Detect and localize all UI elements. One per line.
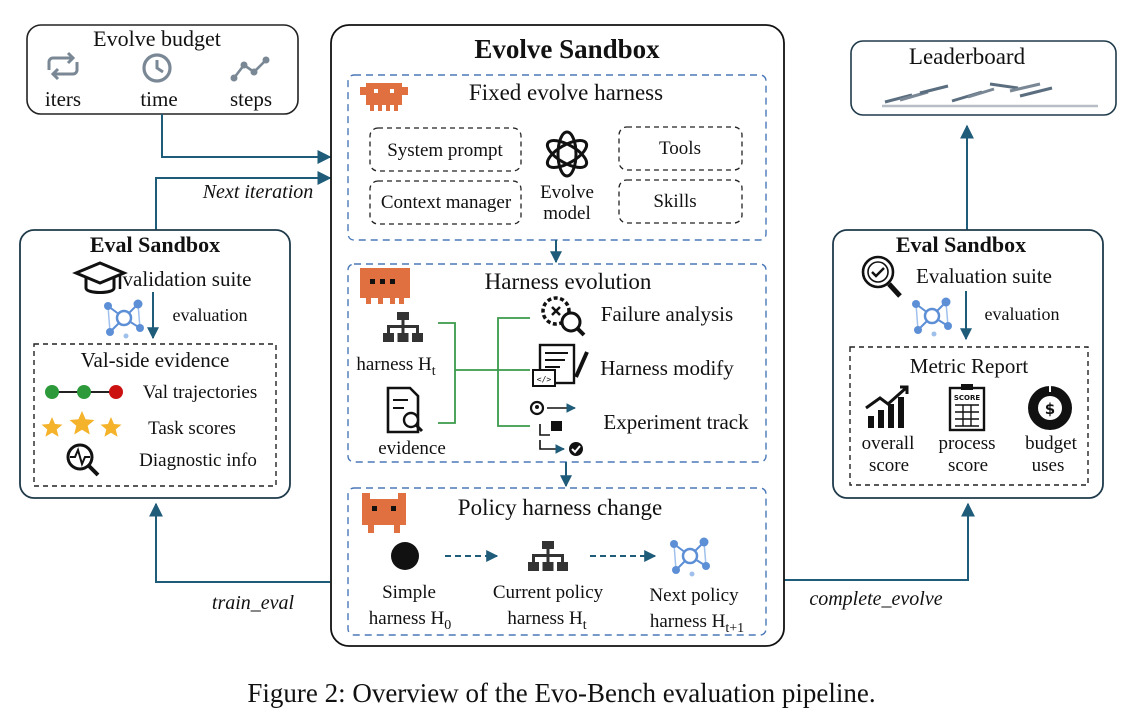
- connectors: [149, 114, 975, 583]
- fixed-harness-panel: Fixed evolve harness System prompt Conte…: [347, 74, 767, 241]
- process-label-2: score: [948, 455, 988, 476]
- score-sheet-icon: SCORE: [948, 384, 986, 432]
- leaderboard-title: Leaderboard: [909, 44, 1026, 69]
- task-scores-label: Task scores: [148, 418, 236, 439]
- simple-harness-dot: [391, 542, 419, 570]
- graduation-cap-icon: [72, 261, 128, 294]
- budget-label-1: budget: [1025, 433, 1077, 454]
- harness-modify-icon: </>: [532, 343, 589, 387]
- budget-title: Evolve budget: [93, 26, 221, 51]
- leaderboard-graphic: [882, 82, 1098, 108]
- val-evidence-title: Val-side evidence: [81, 348, 230, 372]
- svg-text:$: $: [1045, 400, 1055, 418]
- eval-right-title: Eval Sandbox: [896, 232, 1026, 257]
- next-iteration-arrow: [155, 171, 332, 232]
- system-prompt-box: [369, 127, 522, 172]
- harness-ht-label: harness Ht: [356, 354, 435, 379]
- failure-analysis-icon: [541, 296, 586, 337]
- simple-label-2: harness H0: [369, 608, 451, 633]
- overall-label-2: score: [869, 455, 909, 476]
- eval-sandbox-left: Eval Sandbox validation suite evaluation…: [19, 229, 291, 499]
- experiment-track-label: Experiment track: [603, 410, 749, 434]
- diagnostic-icon: [66, 443, 100, 477]
- complete-evolve-label: complete_evolve: [809, 588, 942, 610]
- metric-report-box: [849, 346, 1089, 486]
- train-eval-label: train_eval: [212, 592, 295, 614]
- next-policy-label-2: harness Ht+1: [650, 611, 744, 636]
- skills-label: Skills: [653, 191, 696, 212]
- evidence-doc-icon: [386, 386, 424, 434]
- val-trajectories-label: Val trajectories: [143, 382, 257, 403]
- checklist-magnifier-icon: [861, 255, 902, 298]
- score-badge: SCORE: [954, 394, 981, 402]
- tools-box: [618, 126, 743, 171]
- train-eval-arrow: [149, 502, 330, 583]
- evolve-model-line2: model: [543, 203, 591, 224]
- leaderboard-box: Leaderboard: [850, 40, 1117, 116]
- evolve-budget-box: Evolve budget iters time steps: [26, 24, 299, 115]
- system-prompt-label: System prompt: [387, 140, 503, 161]
- sandbox-title: Evolve Sandbox: [474, 34, 660, 64]
- evaluation-suite-label: Evaluation suite: [916, 264, 1052, 288]
- crab-icon: [360, 268, 410, 304]
- figure-caption: Figure 2: Overview of the Evo-Bench eval…: [247, 678, 876, 708]
- simple-label-1: Simple: [382, 582, 436, 603]
- harness-evolution-panel: Harness evolution harness Ht evidence: [347, 263, 767, 463]
- evidence-label: evidence: [378, 438, 446, 459]
- left-evaluation-label: evaluation: [173, 305, 248, 325]
- model-logo-icon: [545, 130, 589, 178]
- val-evidence-box: [33, 343, 277, 487]
- evolve-model-line1: Evolve: [540, 182, 594, 203]
- trajectory-icon: [45, 385, 123, 399]
- right-evaluation-label: evaluation: [985, 304, 1060, 324]
- crab-icon: [362, 493, 406, 533]
- budget-to-sandbox-arrow: [161, 114, 332, 164]
- policy-change-title: Policy harness change: [458, 495, 662, 520]
- eval-left-title: Eval Sandbox: [90, 232, 220, 257]
- tools-label: Tools: [659, 138, 701, 159]
- diagnostic-info-label: Diagnostic info: [139, 450, 257, 471]
- next-iteration-label: Next iteration: [202, 181, 314, 203]
- failure-analysis-label: Failure analysis: [601, 302, 733, 326]
- harness-evolution-title: Harness evolution: [485, 269, 652, 294]
- skills-box: [618, 179, 743, 224]
- policy-change-panel: Policy harness change Simple harness H0 …: [347, 487, 767, 636]
- harness-modify-label: Harness modify: [600, 356, 734, 380]
- budget-coin-icon: $: [1028, 386, 1072, 430]
- budget-steps-label: steps: [230, 87, 272, 111]
- context-manager-box: [369, 180, 522, 225]
- metric-report-title: Metric Report: [910, 354, 1029, 378]
- current-policy-label-1: Current policy: [493, 582, 604, 603]
- bar-chart-icon: [865, 385, 909, 428]
- current-policy-label-2: harness Ht: [507, 608, 586, 633]
- clock-icon: [142, 53, 172, 83]
- validation-suite-label: validation suite: [123, 267, 252, 291]
- overall-label-1: overall: [862, 433, 915, 454]
- process-label-1: process: [939, 433, 996, 454]
- budget-iters-label: iters: [45, 87, 81, 111]
- stars-icon: [41, 411, 122, 437]
- budget-time-label: time: [140, 87, 177, 111]
- next-policy-label-1: Next policy: [649, 585, 739, 606]
- experiment-track-icon: [529, 400, 583, 456]
- evolution-bracket: [438, 317, 530, 427]
- complete-evolve-arrow: [784, 502, 975, 581]
- steps-icon: [230, 56, 270, 82]
- fixed-harness-title: Fixed evolve harness: [469, 80, 663, 105]
- repeat-icon: [47, 51, 79, 81]
- budget-label-2: uses: [1032, 455, 1065, 476]
- svg-text:</>: </>: [537, 375, 552, 384]
- context-manager-label: Context manager: [381, 192, 512, 213]
- evolve-sandbox: Evolve Sandbox Fixed evolve harness Syst…: [330, 24, 785, 647]
- eval-sandbox-right: Eval Sandbox Evaluation suite evaluation…: [832, 229, 1104, 499]
